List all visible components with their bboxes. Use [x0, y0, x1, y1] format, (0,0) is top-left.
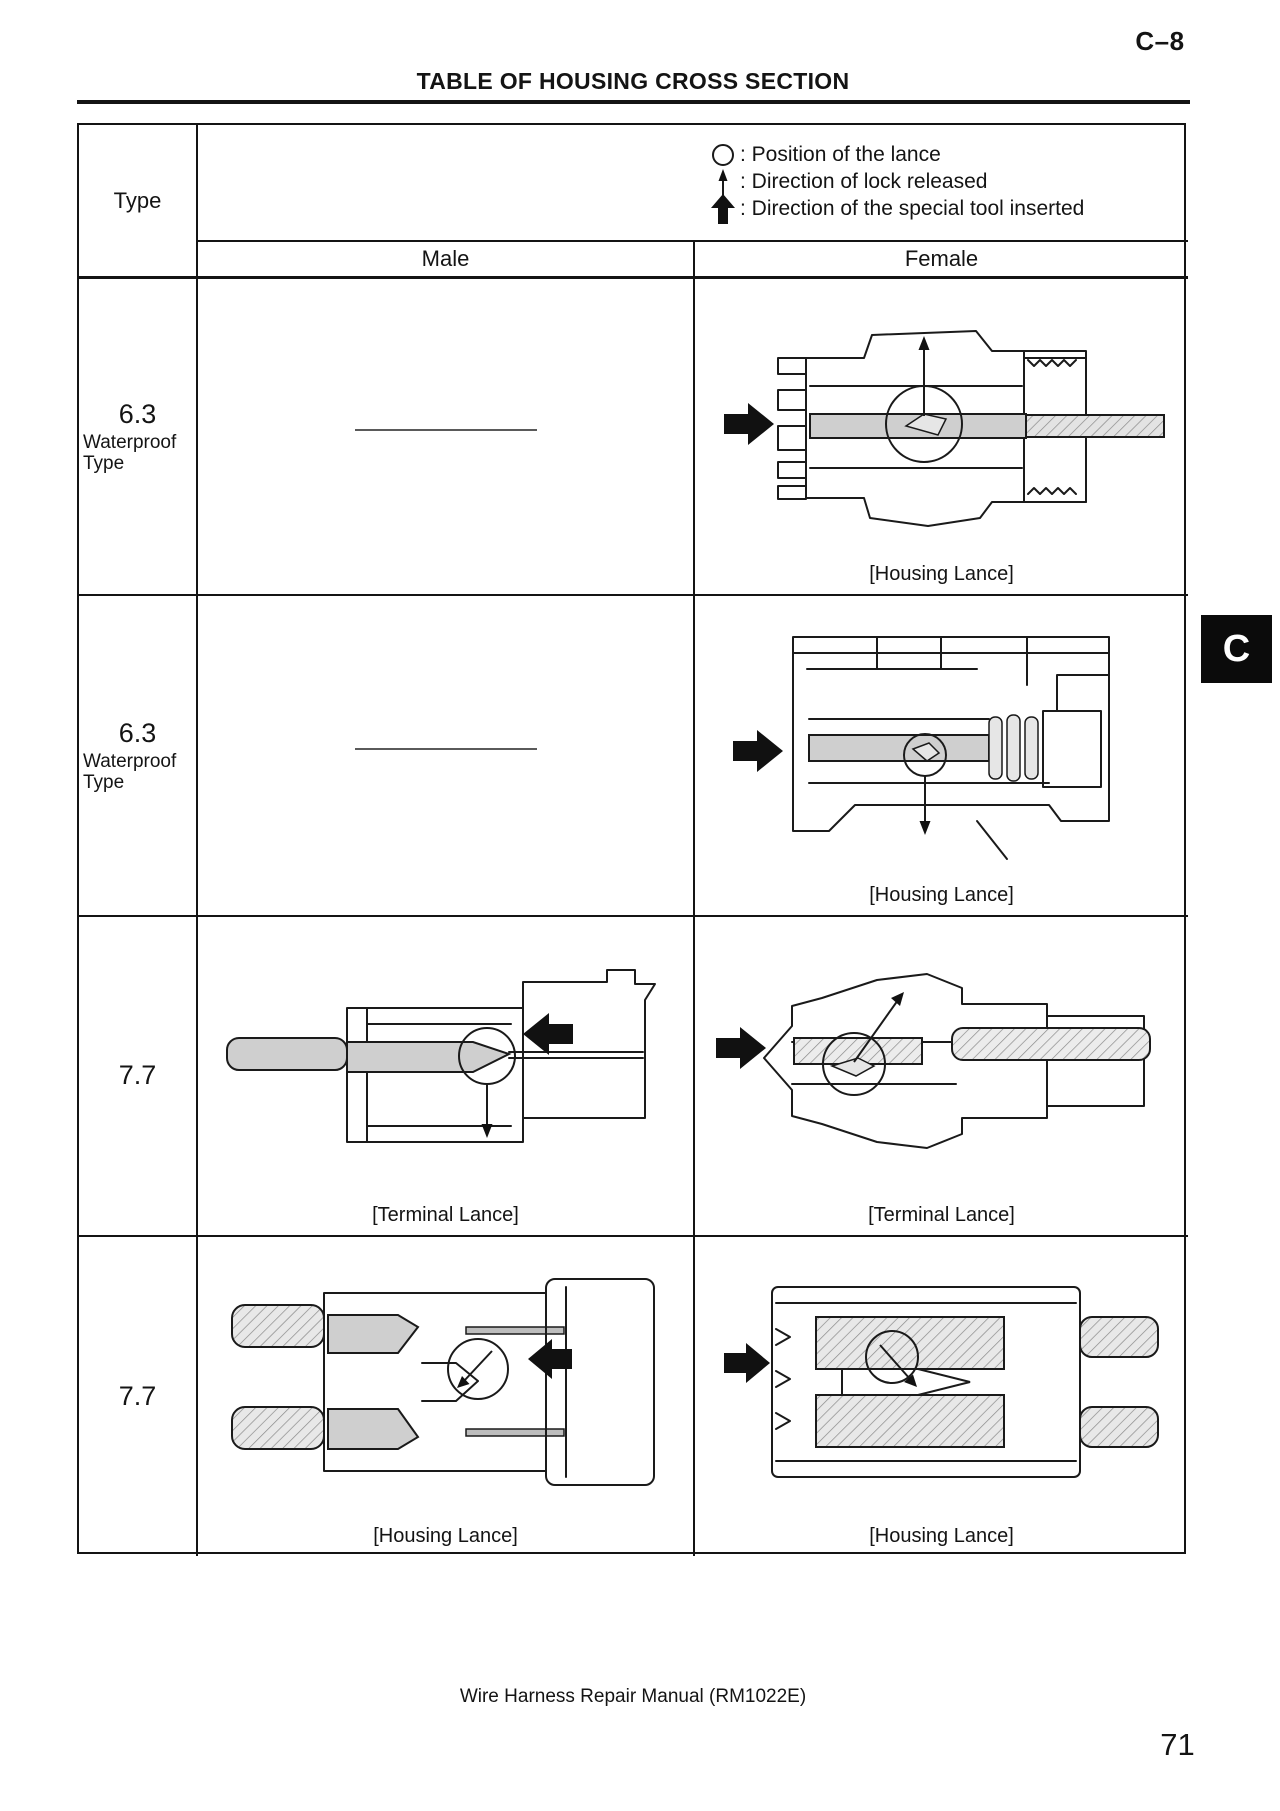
legend-cell: : Position of the lance : Direction of l…: [198, 125, 1188, 242]
page-section-code: C–8: [1135, 26, 1185, 56]
row-type-cell: 7.7: [79, 917, 198, 1237]
type-size-label: 7.7: [118, 1380, 157, 1411]
diagram-caption: [Housing Lance]: [869, 1525, 1014, 1547]
type-size-label: 6.3: [118, 398, 157, 429]
legend-item-lance-position: : Position of the lance: [706, 141, 1188, 168]
type-size-label: 7.7: [118, 1060, 157, 1091]
legend-label: : Position of the lance: [740, 142, 941, 166]
male-cell-empty: [198, 279, 695, 596]
male-housing-lance-diagram: [230, 1277, 655, 1486]
diagram-caption: [Terminal Lance]: [372, 1204, 519, 1226]
male-terminal-lance-diagram: [225, 969, 656, 1143]
diagram-caption: [Housing Lance]: [373, 1525, 518, 1547]
male-cell-empty: [198, 596, 695, 917]
type-note-label: Waterproof Type: [83, 431, 177, 475]
page-title: TABLE OF HOUSING CROSS SECTION: [416, 68, 850, 94]
page-number: 71: [1160, 1727, 1195, 1762]
no-diagram-dash: [354, 428, 537, 431]
female-terminal-lance-diagram: [715, 973, 1151, 1149]
diagram-caption: [Housing Lance]: [869, 884, 1014, 906]
no-diagram-dash: [354, 747, 537, 750]
lance-position-circle-icon: [706, 142, 740, 168]
diagram-caption: [Terminal Lance]: [868, 1204, 1015, 1226]
legend-item-special-tool: : Direction of the special tool inserted: [706, 193, 1188, 224]
female-housing-lance-diagram: [723, 1285, 1159, 1478]
diagram-caption: [Housing Lance]: [869, 563, 1014, 585]
type-column-header: Type: [79, 125, 198, 279]
type-size-label: 6.3: [118, 717, 157, 748]
row-type-cell: 7.7: [79, 1237, 198, 1556]
title-rule: [77, 100, 1190, 104]
female-column-header: Female: [695, 242, 1188, 279]
male-column-header: Male: [198, 242, 695, 279]
footer-text: Wire Harness Repair Manual (RM1022E): [459, 1686, 807, 1707]
female-waterproof-housing-lance-diagram: [723, 329, 1165, 527]
female-housing-lance-cell: [Housing Lance]: [695, 1237, 1188, 1556]
female-housing-lance-cell: [Housing Lance]: [695, 279, 1188, 596]
special-tool-arrow-icon: [706, 193, 740, 224]
male-terminal-lance-cell: [Terminal Lance]: [198, 917, 695, 1237]
legend-label: : Direction of the special tool inserted: [740, 196, 1085, 220]
female-waterproof-housing-lance-diagram: [732, 635, 1110, 860]
legend-label: : Direction of lock released: [740, 169, 988, 193]
type-note-label: Waterproof Type: [83, 750, 177, 794]
legend-item-lock-release: : Direction of lock released: [706, 168, 1188, 195]
housing-cross-section-table: Type : Position of the lance : Direction…: [77, 123, 1188, 1556]
row-type-cell: 6.3 Waterproof Type: [79, 279, 198, 596]
row-type-cell: 6.3 Waterproof Type: [79, 596, 198, 917]
lock-release-arrow-icon: [706, 168, 740, 196]
female-terminal-lance-cell: [Terminal Lance]: [695, 917, 1188, 1237]
section-tab: C: [1201, 615, 1272, 683]
female-housing-lance-cell: [Housing Lance]: [695, 596, 1188, 917]
male-housing-lance-cell: [Housing Lance]: [198, 1237, 695, 1556]
